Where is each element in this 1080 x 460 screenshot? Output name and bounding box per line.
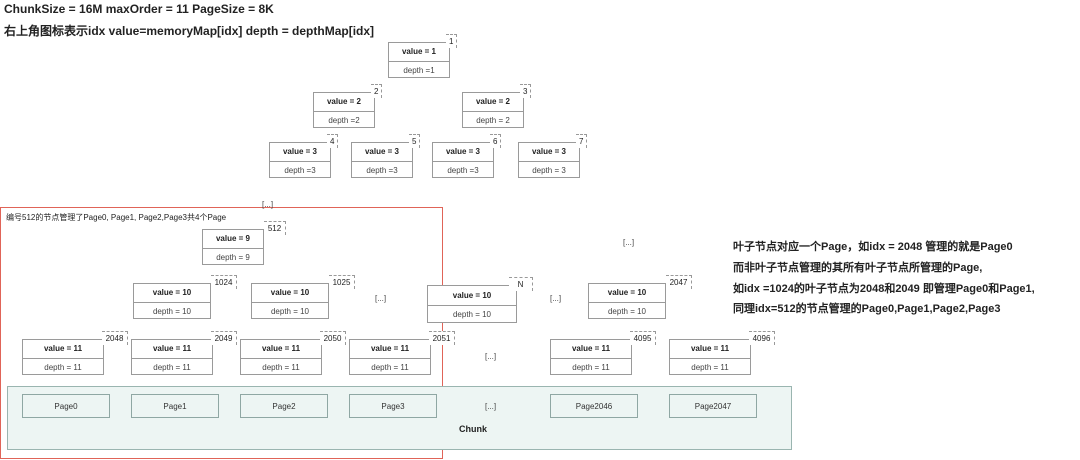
node-idx-tag: N [509, 277, 533, 291]
tree-node-7: value = 3 depth = 3 [518, 142, 580, 178]
ellipsis: [...] [623, 238, 635, 247]
node-depth: depth = 11 [44, 363, 82, 372]
page-box: Page1 [131, 394, 219, 418]
node-value: value = 11 [670, 340, 750, 359]
node-value: value = 11 [132, 340, 212, 359]
node-idx-tag: 2048 [102, 331, 128, 345]
page-box: Page2046 [550, 394, 638, 418]
ellipsis: [...] [485, 352, 497, 361]
ellipsis: [...] [485, 402, 497, 411]
node-depth: depth = 3 [532, 166, 566, 175]
node-idx-tag: 512 [264, 221, 286, 235]
page512-group-label: 编号512的节点管理了Page0, Page1, Page2,Page3共4个P… [6, 213, 227, 222]
node-depth: depth = 9 [216, 253, 250, 262]
node-depth: depth = 10 [152, 307, 192, 316]
tree-node-1: value = 1 depth =1 [388, 42, 450, 78]
node-value: value = 3 [433, 143, 493, 162]
node-value: value = 2 [463, 93, 523, 112]
tree-node-n: value = 10 depth = 10 [427, 285, 517, 323]
node-value: value = 11 [551, 340, 631, 359]
node-depth: depth =2 [328, 116, 360, 125]
tree-node-1025: value = 10 depth = 10 [251, 283, 329, 319]
node-idx-tag: 2047 [666, 275, 692, 289]
tree-node-2: value = 2 depth =2 [313, 92, 375, 128]
node-depth: depth = 11 [371, 363, 409, 372]
page-box: Page2 [240, 394, 328, 418]
node-depth: depth =1 [403, 66, 435, 75]
note-line: 同理idx=512的节点管理的Page0,Page1,Page2,Page3 [733, 303, 1001, 315]
node-idx-tag: 4 [327, 134, 339, 148]
tree-node-6: value = 3 depth =3 [432, 142, 494, 178]
node-depth: depth = 10 [607, 307, 647, 316]
tree-node-4: value = 3 depth =3 [269, 142, 331, 178]
tree-node-2048: value = 11 depth = 11 [22, 339, 104, 375]
node-value: value = 11 [241, 340, 321, 359]
node-value: value = 2 [314, 93, 374, 112]
note-line: 而非叶子节点管理的其所有叶子节点所管理的Page, [733, 262, 983, 274]
node-idx-tag: 5 [409, 134, 421, 148]
node-idx-tag: 4095 [630, 331, 656, 345]
node-idx-tag: 1 [446, 34, 458, 48]
node-depth: depth = 10 [270, 307, 310, 316]
page-box: Page3 [349, 394, 437, 418]
tree-node-2051: value = 11 depth = 11 [349, 339, 431, 375]
node-value: value = 1 [389, 43, 449, 62]
node-idx-tag: 3 [520, 84, 532, 98]
node-depth: depth = 11 [691, 363, 729, 372]
node-idx-tag: 2049 [211, 331, 237, 345]
node-value: value = 10 [589, 284, 665, 303]
tree-node-512: value = 9 depth = 9 [202, 229, 264, 265]
node-value: value = 11 [23, 340, 103, 359]
node-idx-tag: 2050 [320, 331, 346, 345]
ellipsis: [...] [375, 294, 387, 303]
tree-node-3: value = 2 depth = 2 [462, 92, 524, 128]
page-box: Page2047 [669, 394, 757, 418]
node-value: value = 10 [428, 286, 516, 306]
node-depth: depth = 2 [476, 116, 510, 125]
node-idx-tag: 6 [490, 134, 502, 148]
tree-node-1024: value = 10 depth = 10 [133, 283, 211, 319]
note-line: 叶子节点对应一个Page，如idx = 2048 管理的就是Page0 [733, 241, 1013, 253]
chunk-label: Chunk [459, 424, 487, 434]
node-depth: depth =3 [366, 166, 398, 175]
header-line-1: ChunkSize = 16M maxOrder = 11 PageSize =… [4, 2, 274, 16]
node-depth: depth = 10 [452, 310, 492, 319]
node-depth: depth =3 [284, 166, 316, 175]
tree-node-4096: value = 11 depth = 11 [669, 339, 751, 375]
node-idx-tag: 2 [371, 84, 383, 98]
header-line-2: 右上角图标表示idx value=memoryMap[idx] depth = … [4, 24, 375, 38]
node-depth: depth = 11 [262, 363, 300, 372]
ellipsis: [...] [262, 200, 274, 209]
tree-node-5: value = 3 depth =3 [351, 142, 413, 178]
node-depth: depth =3 [447, 166, 479, 175]
ellipsis: [...] [550, 294, 562, 303]
note-line: 如idx =1024的叶子节点为2048和2049 即管理Page0和Page1… [733, 283, 1035, 295]
node-depth: depth = 11 [572, 363, 610, 372]
node-idx-tag: 7 [576, 134, 588, 148]
node-idx-tag: 1025 [329, 275, 355, 289]
tree-node-4095: value = 11 depth = 11 [550, 339, 632, 375]
node-depth: depth = 11 [153, 363, 191, 372]
node-idx-tag: 4096 [749, 331, 775, 345]
tree-node-2049: value = 11 depth = 11 [131, 339, 213, 375]
node-value: value = 10 [252, 284, 328, 303]
node-value: value = 3 [352, 143, 412, 162]
node-value: value = 3 [270, 143, 330, 162]
node-idx-tag: 2051 [429, 331, 455, 345]
node-value: value = 11 [350, 340, 430, 359]
tree-node-2050: value = 11 depth = 11 [240, 339, 322, 375]
node-value: value = 9 [203, 230, 263, 249]
node-idx-tag: 1024 [211, 275, 237, 289]
node-value: value = 10 [134, 284, 210, 303]
page-box: Page0 [22, 394, 110, 418]
node-value: value = 3 [519, 143, 579, 162]
tree-node-2047: value = 10 depth = 10 [588, 283, 666, 319]
